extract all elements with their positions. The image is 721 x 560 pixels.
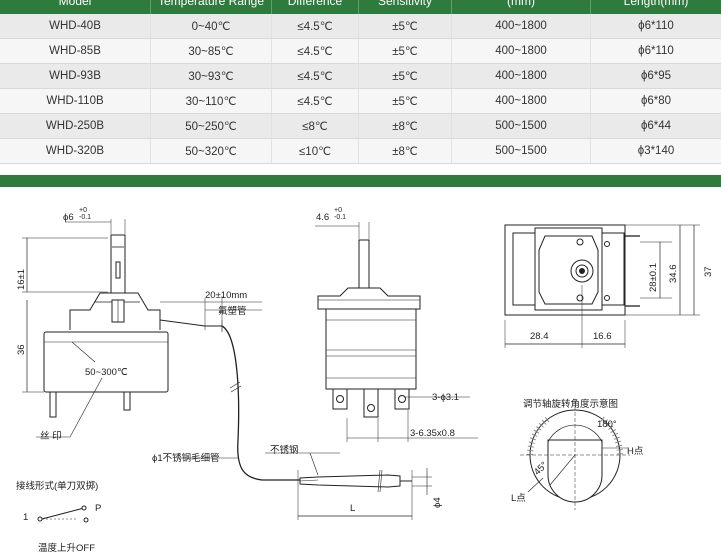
wiring-schematic <box>37 505 89 523</box>
flat-tolerance-top: +0 <box>334 207 342 214</box>
col-temperature-range: Temperature Range <box>150 0 272 14</box>
col-model: Model <box>0 0 151 14</box>
flat-width-label: 4.6 <box>316 212 330 223</box>
col-capillary-length: (mm) <box>451 0 591 14</box>
cell: 400~1800 <box>451 88 591 114</box>
cell: 50~320℃ <box>150 138 272 164</box>
technical-drawing <box>22 219 700 523</box>
rotation-angle-diagram <box>520 400 630 510</box>
table-header-row: Model Temperature Range Difference Sensi… <box>0 0 721 14</box>
cell: ϕ6*95 <box>590 63 721 89</box>
cell: WHD-250B <box>0 113 151 139</box>
body-height-label: 36 <box>16 344 27 355</box>
cell: WHD-85B <box>0 38 151 64</box>
cell: 50~250℃ <box>150 113 272 139</box>
spec-table: Model Temperature Range Difference Sensi… <box>0 0 721 164</box>
bulb-diameter-label: ϕ4 <box>432 497 443 508</box>
cell: ±5℃ <box>358 63 452 89</box>
cell: ≤4.5℃ <box>271 38 359 64</box>
cell: ≤10℃ <box>271 138 359 164</box>
cell: 30~110℃ <box>150 88 272 114</box>
dim-28-4-label: 28.4 <box>530 331 549 342</box>
wiring-title: 接线形式(单刀双掷) <box>16 481 99 492</box>
cell: 0~40℃ <box>150 14 272 39</box>
cell: WHD-320B <box>0 138 151 164</box>
bulb-length-label: L <box>350 503 356 514</box>
cell: ±5℃ <box>358 14 452 39</box>
wiring-terminal-1: 1 <box>23 512 29 523</box>
shaft-height-label: 16±1 <box>16 268 27 290</box>
dim-16-6-label: 16.6 <box>593 331 612 342</box>
cell: ϕ6*80 <box>590 88 721 114</box>
cell: ≤8℃ <box>271 113 359 139</box>
shaft-tolerance-top: +0 <box>79 207 87 214</box>
cell: 500~1500 <box>451 138 591 164</box>
cell: ≤4.5℃ <box>271 88 359 114</box>
cell: WHD-93B <box>0 63 151 89</box>
stainless-label: 不锈钢 <box>270 445 299 456</box>
capillary-label: ϕ1不锈钢毛细管 <box>152 453 220 464</box>
cell: ±5℃ <box>358 88 452 114</box>
cell: 500~1500 <box>451 113 591 139</box>
col-bulb-length: Length(mm) <box>590 0 721 14</box>
col-sensitivity: Sensitivity <box>358 0 452 14</box>
cell: ±8℃ <box>358 113 452 139</box>
cell: ϕ3*140 <box>590 138 721 164</box>
cell: WHD-110B <box>0 88 151 114</box>
cell: ϕ6*110 <box>590 14 721 39</box>
dim-37-label: 37 <box>703 266 714 277</box>
cell: 30~93℃ <box>150 63 272 89</box>
top-view-thermostat <box>504 224 700 348</box>
l-point-label: L点 <box>511 493 526 504</box>
angle-180-label: 180° <box>597 419 617 430</box>
pvc-tube-length-label: 20±10mm <box>205 290 248 301</box>
flat-tolerance-bottom: -0.1 <box>334 214 347 221</box>
cell: ≤4.5℃ <box>271 14 359 39</box>
h-point-label: H点 <box>627 446 644 457</box>
col-difference: Difference <box>271 0 359 14</box>
section-divider-band <box>0 175 721 187</box>
cell: 400~1800 <box>451 14 591 39</box>
cell: ϕ6*110 <box>590 38 721 64</box>
dim-34-6-label: 34.6 <box>668 264 679 284</box>
wiring-note: 温度上升OFF <box>38 543 95 554</box>
cell: ±5℃ <box>358 38 452 64</box>
silk-print-label: 丝 印 <box>40 431 62 442</box>
shaft-diameter-label: ϕ6 <box>63 212 74 223</box>
dim-28-label: 28±0.1 <box>648 263 659 292</box>
cell: 400~1800 <box>451 63 591 89</box>
cell: ≤4.5℃ <box>271 63 359 89</box>
wiring-terminal-p: P <box>95 503 102 514</box>
rotation-title: 调节轴旋转角度示意图 <box>523 399 619 410</box>
cell: 30~85℃ <box>150 38 272 64</box>
cell: WHD-40B <box>0 14 151 39</box>
cell: ±8℃ <box>358 138 452 164</box>
pvc-tube-label: 氟塑管 <box>218 306 247 317</box>
temperature-range-label: 50~300℃ <box>85 367 128 378</box>
cell: ϕ6*44 <box>590 113 721 139</box>
terminals-label: 3-6.35x0.8 <box>410 428 455 439</box>
mount-holes-label: 3-ϕ3.1 <box>432 392 459 403</box>
side-view-thermostat <box>22 219 432 520</box>
front-view-thermostat <box>315 222 478 442</box>
shaft-tolerance-bottom: -0.1 <box>79 214 92 221</box>
cell: 400~1800 <box>451 38 591 64</box>
